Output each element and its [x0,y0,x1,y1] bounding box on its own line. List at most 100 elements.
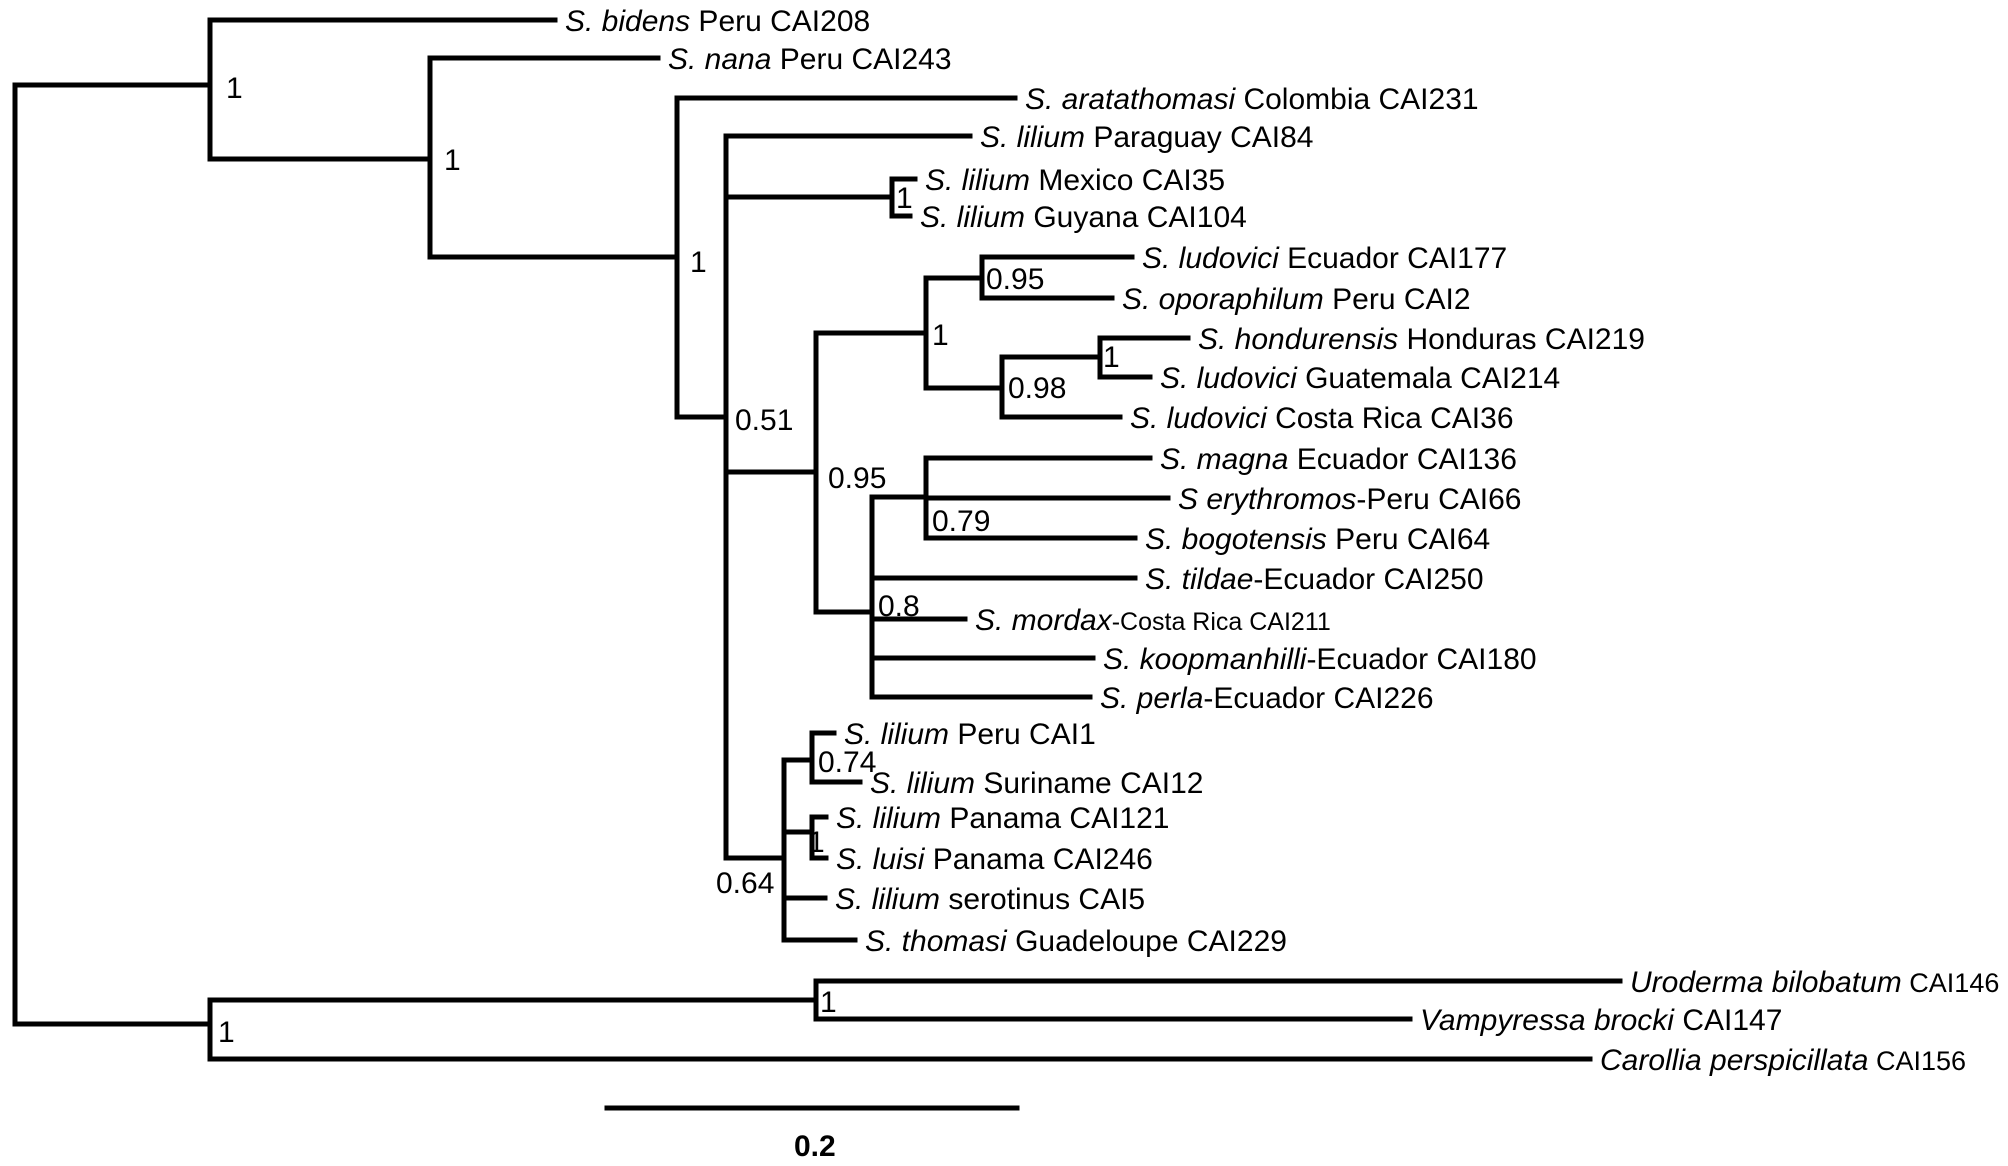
tip-label-t19: S. lilium Peru CAI1 [844,718,1096,751]
tip-locality-code: CAI146 [1902,968,2000,998]
tip-label-t10: S. ludovici Guatemala CAI214 [1160,362,1560,395]
tip-locality-code: -Ecuador CAI226 [1203,682,1433,715]
support-value-s_hond: 1 [1103,341,1120,374]
tip-label-t17: S. koopmanhilli-Ecuador CAI180 [1103,643,1537,676]
tree-branches [12,17,1623,1062]
support-value-s_051: 0.51 [735,404,793,437]
support-value-s_costa: 0.98 [1008,372,1066,405]
tip-locality-code: CAI147 [1674,1004,1782,1037]
tip-label-t25: Uroderma bilobatum CAI146 [1630,966,1999,999]
tip-locality-code: Guatemala CAI214 [1297,362,1560,395]
tip-taxon-name: S. nana [668,43,771,76]
tip-locality-code: Honduras CAI219 [1398,323,1645,356]
tip-taxon-name: S. bidens [565,5,690,38]
tip-taxon-name: S. koopmanhilli [1103,643,1308,676]
tip-label-t18: S. perla-Ecuador CAI226 [1100,682,1434,715]
tip-locality-code: Ecuador CAI177 [1279,242,1507,275]
tip-taxon-name: S. ludovici [1160,362,1298,395]
tip-locality-code: Guadeloupe CAI229 [1007,925,1287,958]
tip-taxon-name: S. tildae [1145,563,1253,596]
support-value-s_bidens: 1 [226,72,243,105]
tip-taxon-name: S. aratathomasi [1025,83,1236,116]
tip-locality-code: Paraguay CAI84 [1085,121,1313,154]
tip-taxon-name: Uroderma bilobatum [1630,966,1902,999]
support-value-s_nana: 1 [444,144,461,177]
tip-locality-code: CAI156 [1868,1046,1966,1076]
tip-locality-code: Suriname CAI12 [975,767,1203,800]
tip-locality-code: Peru CAI243 [771,43,951,76]
tip-label-t22: S. luisi Panama CAI246 [836,843,1153,876]
tip-label-t27: Carollia perspicillata CAI156 [1600,1044,1966,1077]
support-value-s_out: 1 [218,1016,235,1049]
tip-taxon-name: S. oporaphilum [1122,283,1324,316]
tip-locality-code: -Costa Rica CAI211 [1112,608,1331,636]
tip-locality-code: Peru CAI208 [690,5,870,38]
support-value-s_095: 0.95 [828,462,886,495]
tip-label-t11: S. ludovici Costa Rica CAI36 [1130,402,1514,435]
tip-locality-code: Panama CAI246 [924,843,1152,876]
support-value-s_panama: 1 [808,826,825,859]
tip-label-t2: S. nana Peru CAI243 [668,43,952,76]
tip-label-t9: S. hondurensis Honduras CAI219 [1198,323,1645,356]
tip-label-t3: S. aratathomasi Colombia CAI231 [1025,83,1479,116]
tip-taxon-name: Carollia perspicillata [1600,1044,1868,1077]
support-value-s_ara: 1 [690,246,707,279]
tip-taxon-name: S. magna [1160,443,1288,476]
tip-locality-code: Colombia CAI231 [1235,83,1478,116]
support-value-s_mexguy: 1 [896,182,913,215]
tip-locality-code: Peru CAI1 [949,718,1096,751]
tip-label-t20: S. lilium Suriname CAI12 [870,767,1203,800]
support-value-s_lud177: 0.95 [986,263,1044,296]
tip-taxon-name: S. lilium [835,883,940,916]
tip-label-t14: S. bogotensis Peru CAI64 [1145,523,1490,556]
tip-taxon-name: S. luisi [836,843,926,876]
tip-label-t16: S. mordax-Costa Rica CAI211 [975,604,1331,637]
tip-taxon-name: S. lilium [925,164,1030,197]
tip-taxon-name: S. mordax [975,604,1113,637]
tip-labels: S. bidens Peru CAI208 S. nana Peru CAI243… [565,5,1999,1077]
tip-label-t4: S. lilium Paraguay CAI84 [980,121,1314,154]
tip-label-t26: Vampyressa brocki CAI147 [1420,1004,1782,1037]
tip-label-t15: S. tildae-Ecuador CAI250 [1145,563,1484,596]
tip-label-t5: S. lilium Mexico CAI35 [925,164,1225,197]
tip-locality-code: Panama CAI121 [941,802,1169,835]
tip-label-t12: S. magna Ecuador CAI136 [1160,443,1517,476]
support-value-s_064: 0.64 [716,867,774,900]
scale-bar-label: 0.2 [794,1130,836,1163]
support-value-s_ludclade: 1 [932,319,949,352]
tip-label-t21: S. lilium Panama CAI121 [836,802,1170,835]
tip-taxon-name: S. thomasi [865,925,1008,958]
tip-label-t7: S. ludovici Ecuador CAI177 [1142,242,1507,275]
support-value-s_uro: 1 [820,986,837,1019]
support-value-s_08: 0.8 [878,590,920,623]
tip-locality-code: Mexico CAI35 [1030,164,1225,197]
tip-taxon-name: S. lilium [870,767,975,800]
tip-locality-code: -Peru CAI66 [1356,483,1521,516]
tip-taxon-name: S. hondurensis [1198,323,1398,356]
tip-taxon-name: S. lilium [844,718,949,751]
tip-locality-code: Guyana CAI104 [1025,201,1247,234]
tip-taxon-name: S. ludovici [1130,402,1268,435]
tip-taxon-name: S. perla [1100,682,1203,715]
tip-taxon-name: S. lilium [836,802,941,835]
support-value-s_074: 0.74 [818,746,876,779]
tip-label-t1: S. bidens Peru CAI208 [565,5,870,38]
scale-bar: 0.2 [604,1105,1020,1163]
tip-label-t13: S erythromos-Peru CAI66 [1178,483,1521,516]
tip-taxon-name: S. lilium [980,121,1085,154]
tip-locality-code: -Ecuador CAI180 [1306,643,1536,676]
tip-taxon-name: S. lilium [920,201,1025,234]
tip-label-t8: S. oporaphilum Peru CAI2 [1122,283,1471,316]
tip-taxon-name: S erythromos [1178,483,1356,516]
tip-locality-code: Ecuador CAI136 [1288,443,1516,476]
tip-taxon-name: S. ludovici [1142,242,1280,275]
tip-taxon-name: S. bogotensis [1145,523,1327,556]
tip-locality-code: Peru CAI2 [1324,283,1471,316]
tip-locality-code: Costa Rica CAI36 [1267,402,1514,435]
tip-taxon-name: Vampyressa brocki [1420,1004,1675,1037]
tip-label-t23: S. lilium serotinus CAI5 [835,883,1145,916]
tip-locality-code: -Ecuador CAI250 [1253,563,1483,596]
tip-label-t24: S. thomasi Guadeloupe CAI229 [865,925,1287,958]
